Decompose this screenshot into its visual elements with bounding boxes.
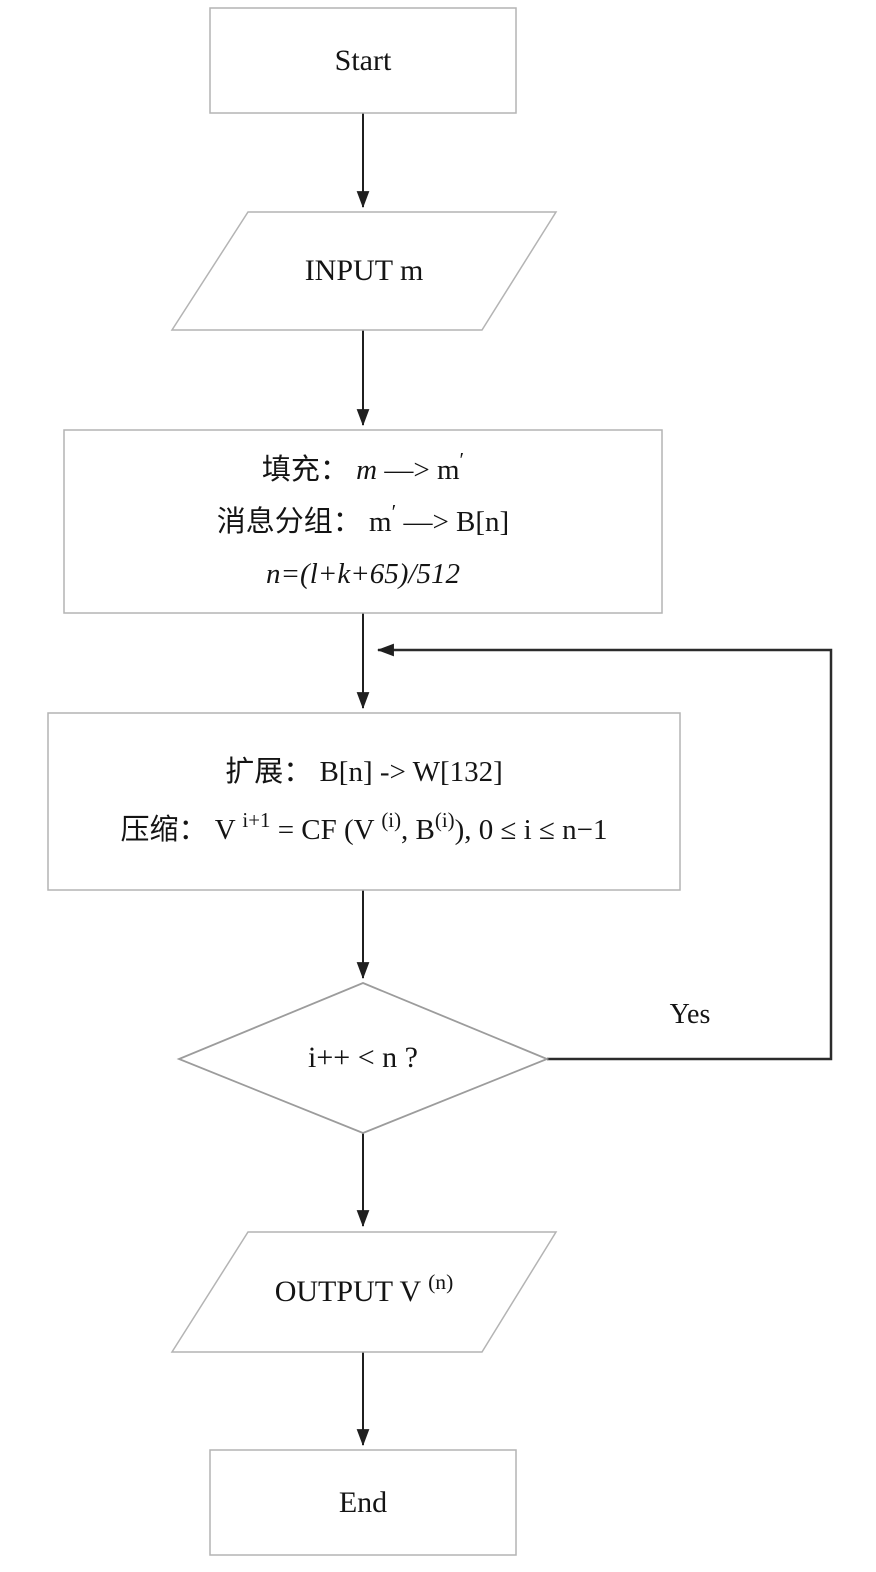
start-shape <box>209 7 517 114</box>
padding-line2-target: B[n] <box>456 505 510 538</box>
iteration-line2-mid1: = CF (V <box>270 813 382 846</box>
padding-process-label: 填充： m —> m′ 消息分组： m′ —> B[n] n=(l+k+65)/… <box>64 430 662 625</box>
padding-line1-prime: ′ <box>459 448 465 473</box>
output-parallelogram-shape <box>170 1231 558 1353</box>
output-label: OUTPUT V (n) <box>172 1232 556 1352</box>
start-label: Start <box>210 8 516 113</box>
iteration-line-2: 压缩： V i+1 = CF (V (i), B(i)), 0 ≤ i ≤ n−… <box>120 801 607 861</box>
padding-line2-var-m: m <box>369 505 392 538</box>
yes-branch-label-text: Yes <box>669 999 711 1030</box>
iteration-line2-sup-i3: (i) <box>434 808 455 833</box>
iteration-line2-sup-i1: i+1 <box>242 808 271 833</box>
input-label-text: INPUT m <box>304 254 424 287</box>
padding-line2-arrow: —> <box>396 505 457 538</box>
decision-diamond-shape <box>176 982 550 1134</box>
iteration-line-1: 扩展： B[n] -> W[132] <box>225 755 503 788</box>
iteration-line2-base-v: V <box>214 813 243 846</box>
iteration-line2-prefix: 压缩： <box>120 813 215 846</box>
output-prefix: OUTPUT V <box>274 1275 429 1308</box>
end-label: End <box>210 1450 516 1555</box>
iteration-line2-sup-i2: (i) <box>381 808 402 833</box>
padding-line-3: n=(l+k+65)/512 <box>265 557 460 590</box>
padding-process-shape <box>63 429 663 614</box>
iteration-process-label: 扩展： B[n] -> W[132] 压缩： V i+1 = CF (V (i)… <box>48 713 680 898</box>
start-label-text: Start <box>334 43 392 77</box>
padding-line-2: 消息分组： m′ —> B[n] <box>217 497 509 549</box>
output-label-text: OUTPUT V (n) <box>274 1270 454 1309</box>
end-shape <box>209 1449 517 1556</box>
padding-line2-prefix: 消息分组： <box>216 505 370 538</box>
input-label: INPUT m <box>172 212 556 330</box>
yes-branch-label: Yes <box>650 993 730 1037</box>
iteration-line2-mid2: , B <box>401 813 435 846</box>
iteration-line2-tail: ), 0 ≤ i ≤ n−1 <box>454 813 608 846</box>
output-sup-n: (n) <box>428 1270 454 1295</box>
end-label-text: End <box>338 1485 388 1519</box>
padding-line1-var-m2: m <box>436 453 460 486</box>
edge-yes-loopback <box>376 643 833 1061</box>
padding-line1-arrow: —> <box>377 453 437 486</box>
padding-line-1: 填充： m —> m′ <box>262 445 464 497</box>
padding-line1-var-m: m <box>356 453 378 486</box>
decision-label-text: i++ < n ? <box>308 1041 418 1074</box>
iteration-process-shape <box>47 712 681 891</box>
padding-line2-prime: ′ <box>391 500 397 525</box>
padding-line1-prefix: 填充： <box>261 453 357 486</box>
input-parallelogram-shape <box>170 211 558 331</box>
decision-label: i++ < n ? <box>179 983 547 1133</box>
